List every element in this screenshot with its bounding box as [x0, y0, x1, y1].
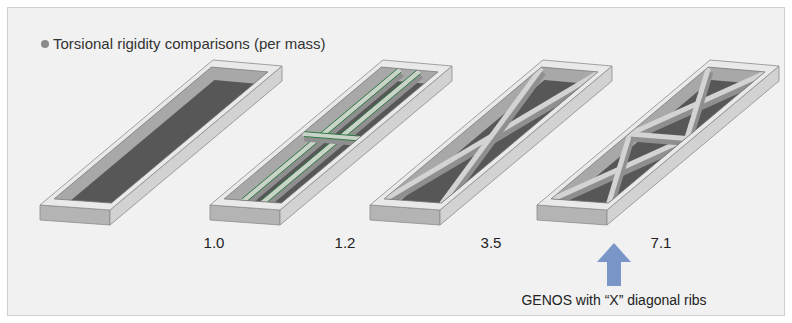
rib-top: [630, 134, 687, 139]
rib-top: [303, 134, 360, 139]
arrow-shaft: [607, 261, 621, 286]
rib-side: [245, 74, 402, 206]
rib-side: [610, 138, 631, 208]
rib-edge: [244, 72, 401, 204]
value-label: 7.1: [651, 234, 672, 251]
rib-side: [443, 72, 543, 208]
arrow-head: [597, 243, 631, 262]
tray-figure: [537, 60, 779, 225]
callout-text: GENOS with “X” diagonal ribs: [521, 292, 706, 308]
rib-edge: [302, 131, 359, 136]
tray-rim: [537, 60, 779, 210]
value-label: 1.2: [335, 234, 356, 251]
panel-ground: [8, 8, 785, 316]
bullet-dot: [41, 40, 49, 48]
tray-inner-wall: [551, 67, 765, 203]
tray-group: [40, 60, 779, 225]
value-label: 3.5: [481, 234, 502, 251]
rib-top: [441, 68, 541, 204]
rib-side: [688, 72, 710, 142]
rib-top: [608, 134, 629, 204]
rib-edge: [242, 67, 399, 199]
rib-edge: [304, 136, 361, 141]
rib-top: [243, 70, 400, 202]
rib-edge: [262, 69, 419, 200]
chart-title: Torsional rigidity comparisons (per mass…: [53, 35, 326, 52]
callout-arrow: [597, 243, 631, 286]
value-label: 1.0: [204, 234, 225, 251]
